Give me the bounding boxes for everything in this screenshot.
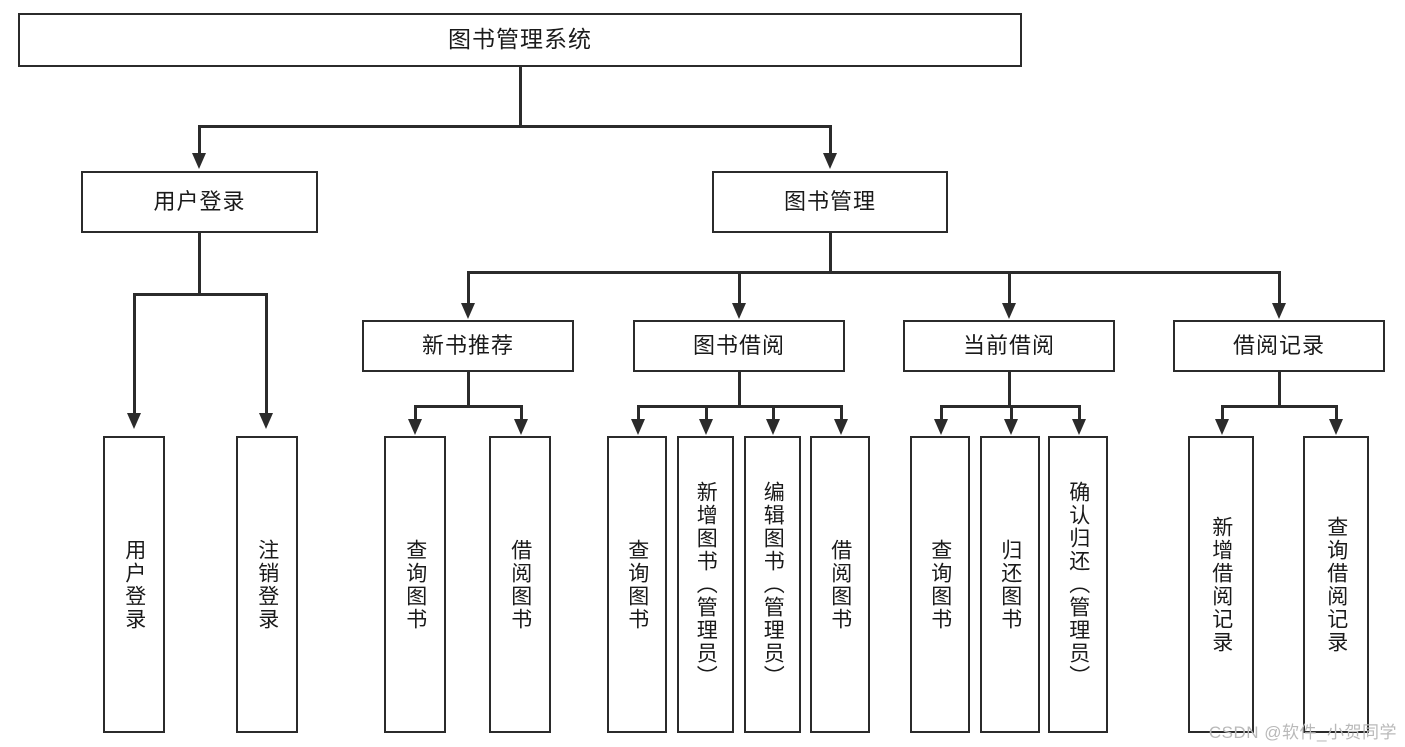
leaf-cb-query-book[interactable]: 查询图书 xyxy=(910,436,970,733)
arrow-bb-child-1 xyxy=(631,419,645,435)
arrow-bb-child-4 xyxy=(834,419,848,435)
node-new-book-recommend[interactable]: 新书推荐 xyxy=(362,320,574,372)
connector-to-book-management xyxy=(829,125,832,155)
node-book-borrow[interactable]: 图书借阅 xyxy=(633,320,845,372)
arrow-cb-child-1 xyxy=(934,419,948,435)
arrow-to-book-borrow xyxy=(732,303,746,319)
node-label: 借阅图书 xyxy=(828,538,852,631)
node-label: 归还图书 xyxy=(998,538,1022,631)
connector-cb-child-1 xyxy=(940,405,943,421)
connector-user-login-child-1 xyxy=(133,293,136,415)
connector-bb-child-2 xyxy=(705,405,708,421)
connector-new-book-recommend-bus xyxy=(414,405,523,408)
connector-user-login-child-2 xyxy=(265,293,268,415)
node-label: 查询借阅记录 xyxy=(1324,515,1348,654)
connector-nbr-child-1 xyxy=(414,405,417,421)
node-label: 确认归还（管理员） xyxy=(1066,481,1090,688)
node-label: 当前借阅 xyxy=(962,333,1055,359)
node-label: 新增图书（管理员） xyxy=(694,481,718,688)
arrow-nbr-child-1 xyxy=(408,419,422,435)
arrow-bb-child-3 xyxy=(766,419,780,435)
leaf-bb-borrow-book[interactable]: 借阅图书 xyxy=(810,436,870,733)
leaf-nbr-query-book[interactable]: 查询图书 xyxy=(384,436,446,733)
connector-root-stem xyxy=(519,67,522,125)
connector-book-borrow-stem xyxy=(738,372,741,408)
connector-book-borrow-bus xyxy=(637,405,843,408)
node-root-book-management-system[interactable]: 图书管理系统 xyxy=(18,13,1022,67)
arrow-to-current-borrow xyxy=(1002,303,1016,319)
connector-to-book-borrow xyxy=(738,271,741,305)
arrow-to-user-login xyxy=(192,153,206,169)
leaf-logout[interactable]: 注销登录 xyxy=(236,436,298,733)
connector-to-new-book-recommend xyxy=(467,271,470,305)
node-label: 查询图书 xyxy=(928,538,952,631)
node-label: 借阅记录 xyxy=(1232,333,1325,359)
leaf-bb-add-book-admin[interactable]: 新增图书（管理员） xyxy=(677,436,734,733)
arrow-to-new-book-recommend xyxy=(461,303,475,319)
connector-br-child-1 xyxy=(1221,405,1224,421)
node-current-borrow[interactable]: 当前借阅 xyxy=(903,320,1115,372)
arrow-br-child-2 xyxy=(1329,419,1343,435)
node-label: 图书借阅 xyxy=(692,333,785,359)
connector-bb-child-3 xyxy=(772,405,775,421)
leaf-nbr-borrow-book[interactable]: 借阅图书 xyxy=(489,436,551,733)
connector-level3-bus xyxy=(467,271,1281,274)
connector-new-book-recommend-stem xyxy=(467,372,470,408)
node-label: 查询图书 xyxy=(403,538,427,631)
node-label: 图书管理 xyxy=(783,189,876,215)
connector-br-child-2 xyxy=(1335,405,1338,421)
leaf-user-login[interactable]: 用户登录 xyxy=(103,436,165,733)
leaf-bb-edit-book-admin[interactable]: 编辑图书（管理员） xyxy=(744,436,801,733)
connector-cb-child-3 xyxy=(1078,405,1081,421)
leaf-br-query-record[interactable]: 查询借阅记录 xyxy=(1303,436,1369,733)
arrow-nbr-child-2 xyxy=(514,419,528,435)
connector-cb-child-2 xyxy=(1010,405,1013,421)
leaf-br-add-record[interactable]: 新增借阅记录 xyxy=(1188,436,1254,733)
leaf-bb-query-book[interactable]: 查询图书 xyxy=(607,436,667,733)
arrow-to-book-management xyxy=(823,153,837,169)
node-label: 图书管理系统 xyxy=(448,26,592,53)
node-label: 编辑图书（管理员） xyxy=(761,481,785,688)
connector-bb-child-4 xyxy=(840,405,843,421)
arrow-user-login-child-1 xyxy=(127,413,141,429)
connector-to-user-login xyxy=(198,125,201,155)
node-label: 借阅图书 xyxy=(508,538,532,631)
connector-book-management-stem xyxy=(829,233,832,274)
node-borrow-record[interactable]: 借阅记录 xyxy=(1173,320,1385,372)
arrow-to-borrow-record xyxy=(1272,303,1286,319)
arrow-user-login-child-2 xyxy=(259,413,273,429)
connector-bb-child-1 xyxy=(637,405,640,421)
connector-user-login-bus xyxy=(133,293,267,296)
node-user-login[interactable]: 用户登录 xyxy=(81,171,318,233)
connector-level1-bus xyxy=(198,125,832,128)
connector-to-borrow-record xyxy=(1278,271,1281,305)
node-label: 用户登录 xyxy=(122,538,146,631)
leaf-cb-confirm-return-admin[interactable]: 确认归还（管理员） xyxy=(1048,436,1108,733)
connector-borrow-record-bus xyxy=(1221,405,1338,408)
arrow-cb-child-3 xyxy=(1072,419,1086,435)
connector-user-login-stem xyxy=(198,233,201,296)
connector-current-borrow-stem xyxy=(1008,372,1011,408)
connector-nbr-child-2 xyxy=(520,405,523,421)
node-book-management[interactable]: 图书管理 xyxy=(712,171,948,233)
node-label: 用户登录 xyxy=(153,189,246,215)
arrow-br-child-1 xyxy=(1215,419,1229,435)
connector-to-current-borrow xyxy=(1008,271,1011,305)
node-label: 查询图书 xyxy=(625,538,649,631)
arrow-cb-child-2 xyxy=(1004,419,1018,435)
node-label: 新增借阅记录 xyxy=(1209,515,1233,654)
node-label: 新书推荐 xyxy=(421,333,514,359)
arrow-bb-child-2 xyxy=(699,419,713,435)
leaf-cb-return-book[interactable]: 归还图书 xyxy=(980,436,1040,733)
node-label: 注销登录 xyxy=(255,538,279,631)
connector-borrow-record-stem xyxy=(1278,372,1281,408)
